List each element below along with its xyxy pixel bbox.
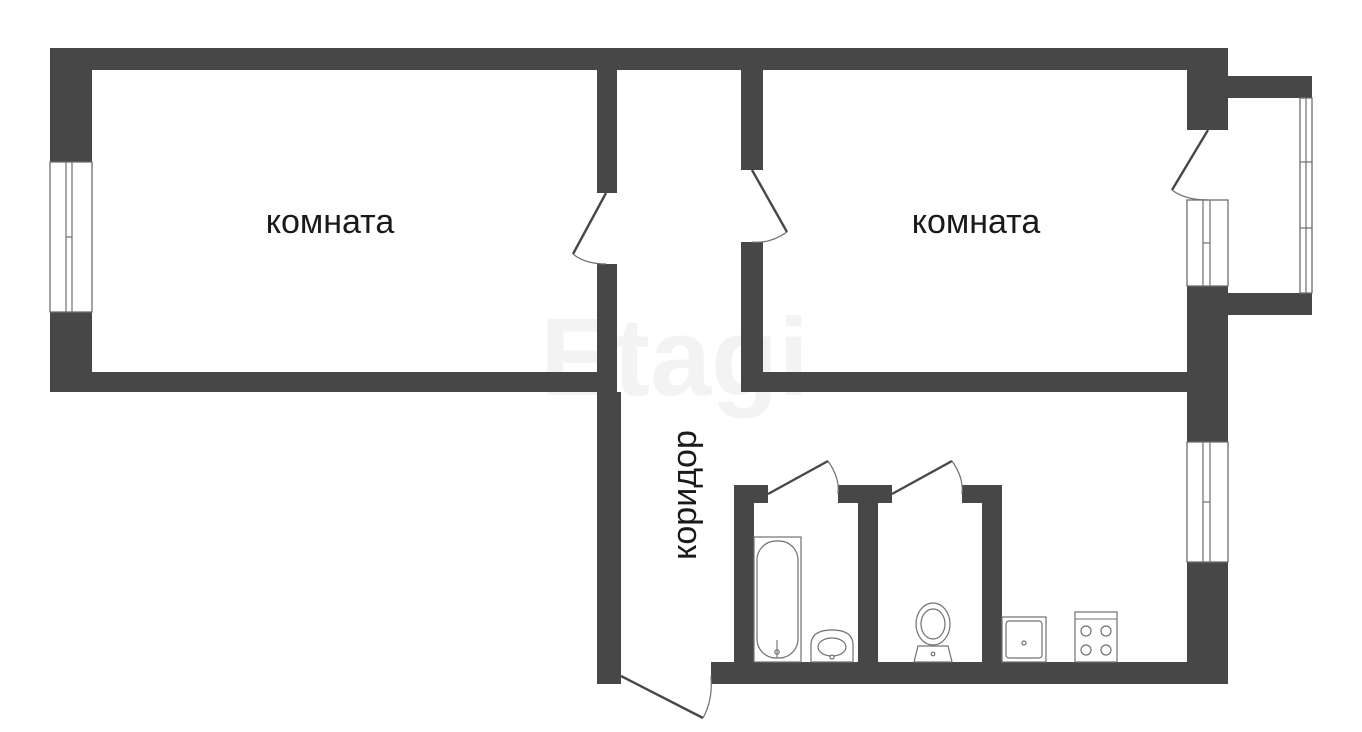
kitchen-sink-icon	[1001, 616, 1047, 663]
watermark: Etagi	[540, 296, 809, 419]
balcony-door-window-icon	[1186, 199, 1229, 287]
window-icon	[49, 161, 93, 313]
toilet-icon	[913, 602, 953, 663]
room-label-left: комната	[266, 203, 395, 241]
door-swing-icon	[571, 129, 1210, 720]
balcony-window-icon	[1299, 97, 1313, 294]
room-label-right: комната	[912, 203, 1041, 241]
sink-icon	[810, 629, 854, 663]
corridor-label: коридор	[666, 430, 704, 560]
bathtub-icon	[753, 536, 802, 663]
walls	[50, 48, 1312, 684]
kitchen-window-icon	[1186, 441, 1229, 563]
stove-icon	[1074, 611, 1118, 663]
